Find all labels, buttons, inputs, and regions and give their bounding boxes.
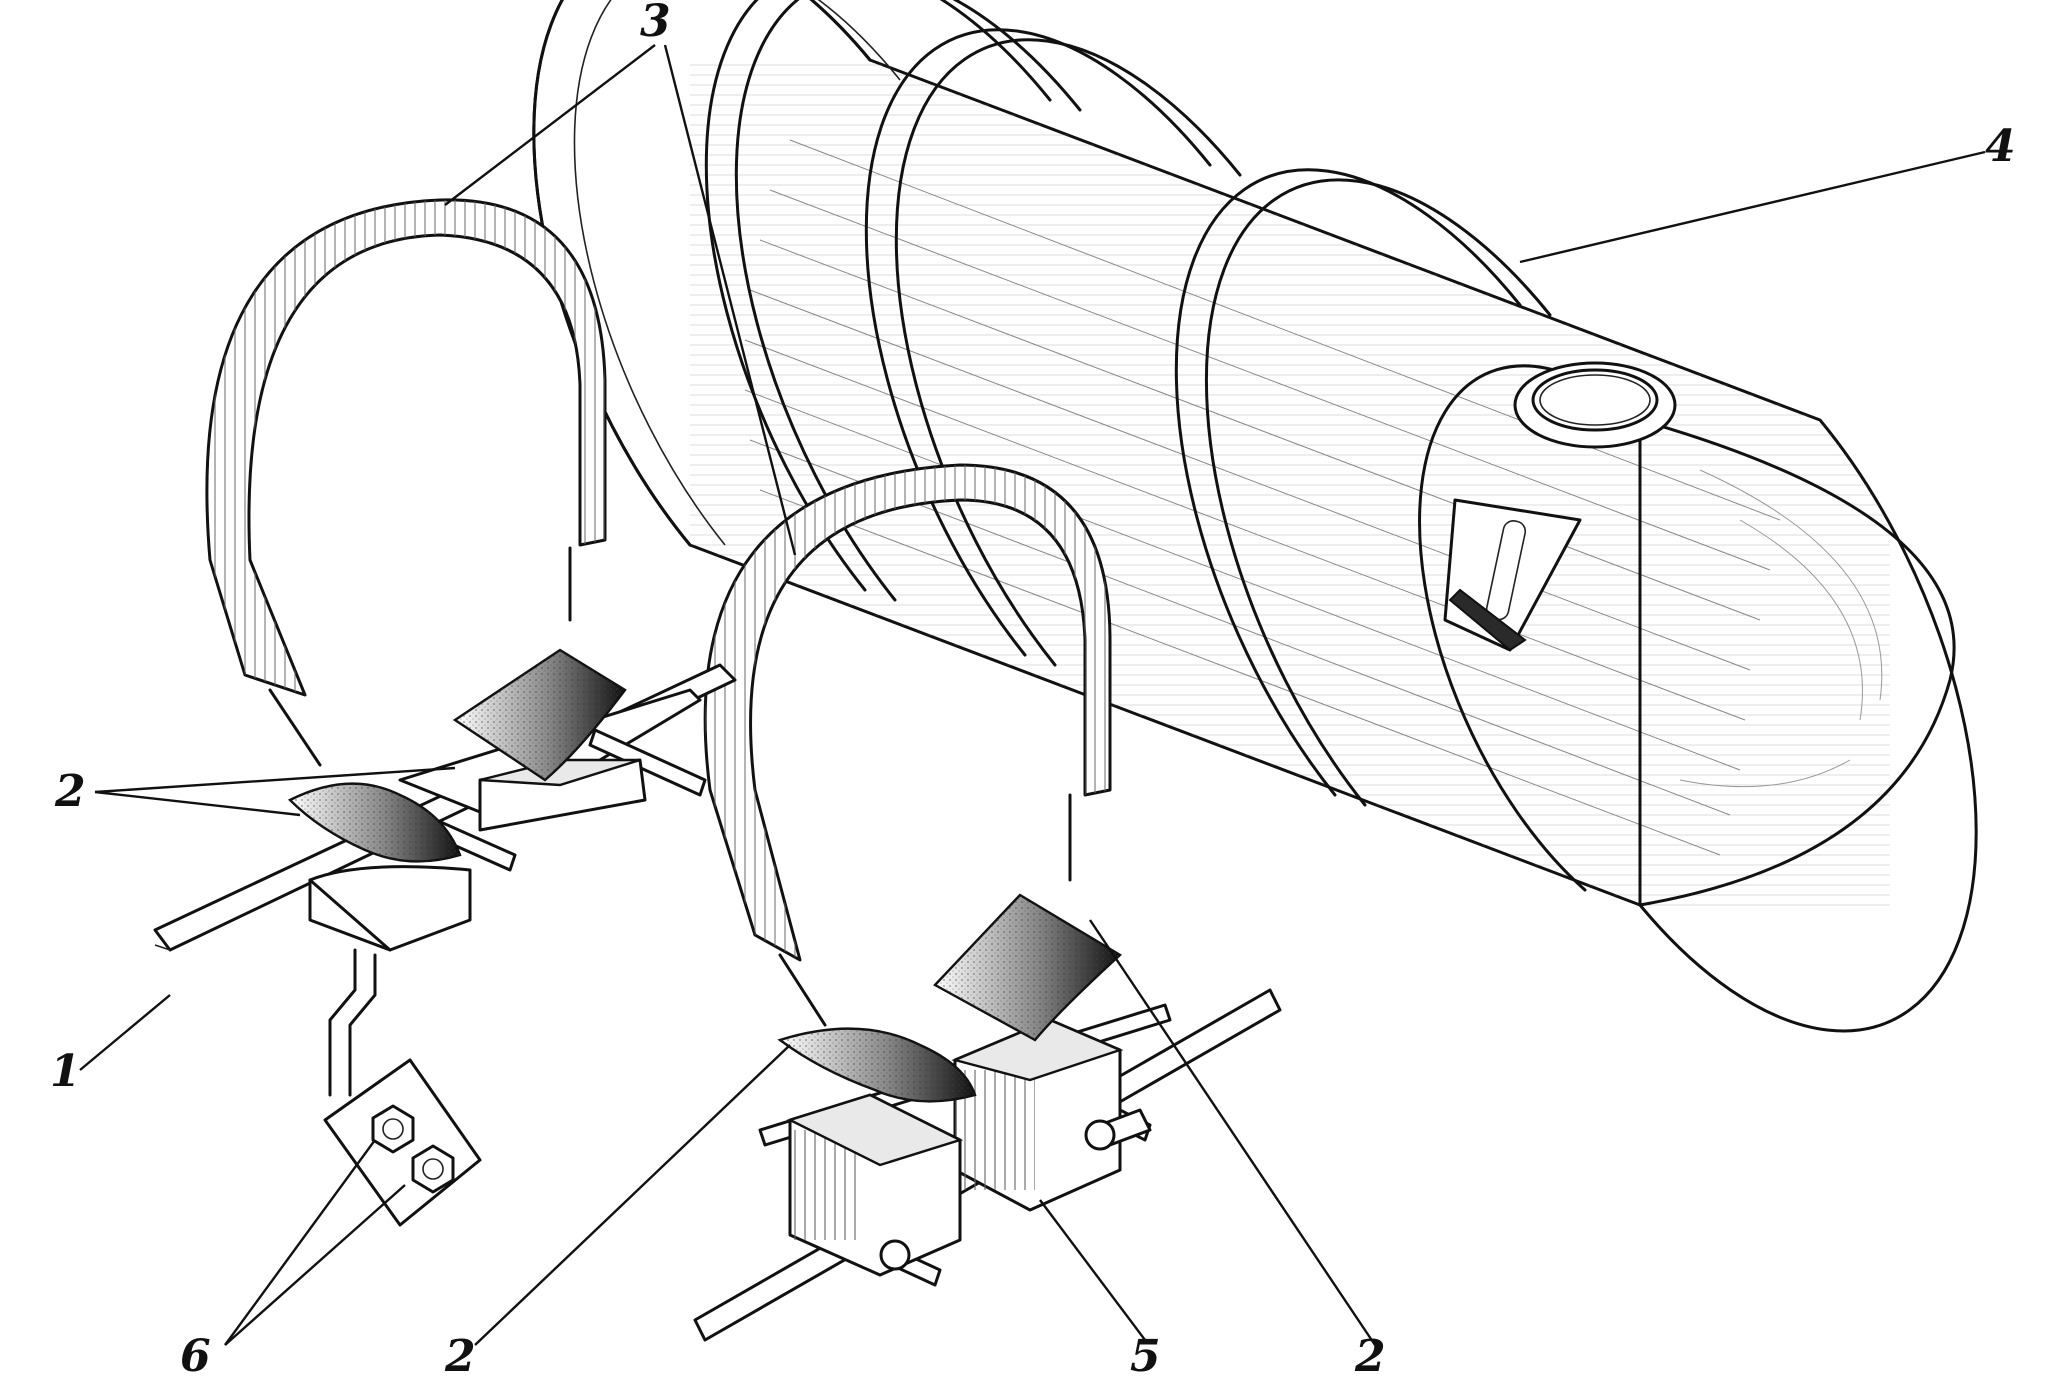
pad-right-lower (777, 1027, 977, 1103)
strap-left (205, 198, 607, 767)
nuts-detail (323, 1058, 482, 1227)
callout-4: 4 (1985, 121, 2016, 172)
callout-6: 6 (180, 1331, 211, 1382)
callout-3: 3 (640, 0, 671, 47)
cradle-left (153, 663, 737, 1097)
leader-lines (79, 44, 1986, 1346)
pad-lower-left (287, 782, 462, 863)
callout-2-bottom-right: 2 (1355, 1331, 1386, 1382)
callout-2-bottom-left: 2 (445, 1331, 476, 1382)
pad-right-upper (933, 893, 1122, 1042)
pad-upper (452, 648, 627, 782)
callout-2-top: 2 (55, 766, 86, 817)
level-gauge (1443, 498, 1582, 652)
strap-middle (703, 463, 1112, 1027)
callout-1: 1 (50, 1046, 81, 1097)
callout-5: 5 (1130, 1331, 1161, 1382)
